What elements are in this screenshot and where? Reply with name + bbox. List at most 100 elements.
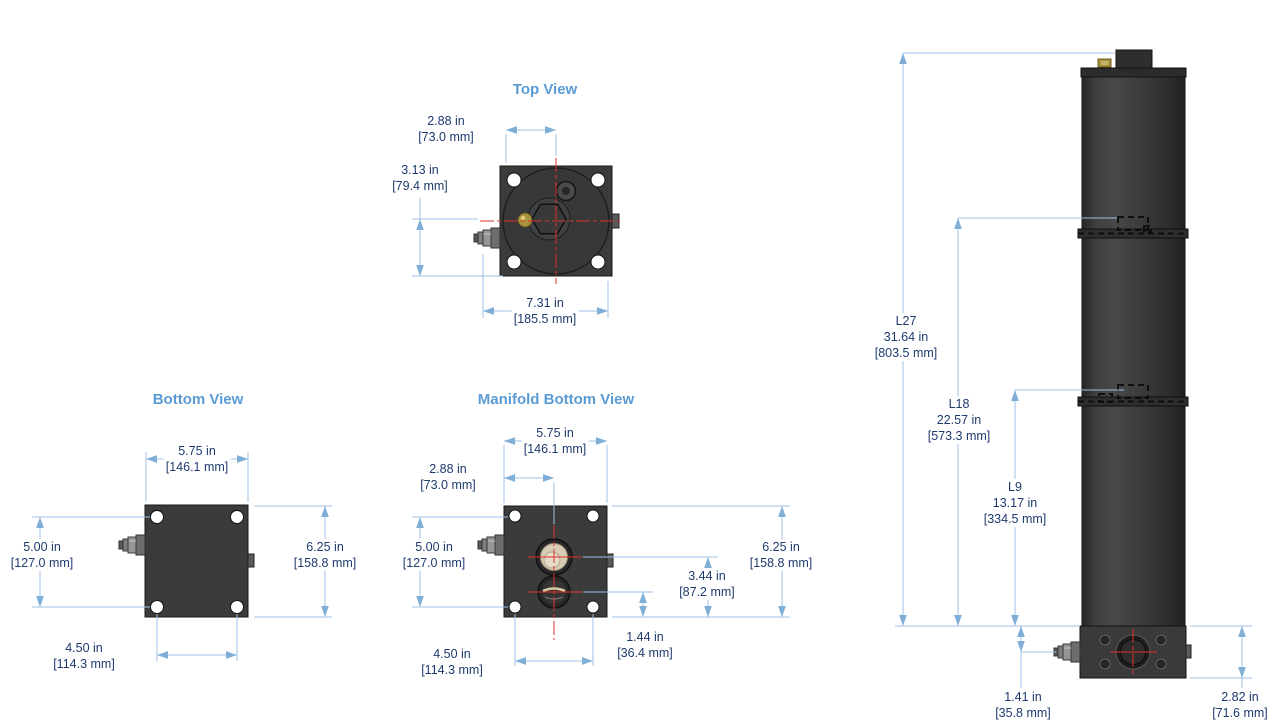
dim-value-in: 1.41 in <box>1004 690 1042 704</box>
dim-side-manifold-height: 2.82 in [71.6 mm] <box>1210 689 1270 721</box>
mounting-hole <box>590 254 606 270</box>
top-view-dimensions <box>412 126 609 318</box>
side-tab <box>1185 644 1192 659</box>
small-port-bore <box>562 187 570 195</box>
top-hex-block <box>1115 49 1153 69</box>
dim-top-center-offset: 2.88 in [73.0 mm] <box>416 113 476 145</box>
dim-value-in: 4.50 in <box>65 641 103 655</box>
mounting-hole <box>506 254 522 270</box>
stop-tube-hidden-1 <box>1117 216 1149 231</box>
mounting-hole <box>150 600 164 614</box>
dim-value-in: 31.64 in <box>883 330 929 344</box>
title-bottom-view: Bottom View <box>152 391 244 408</box>
dim-manifold-plate-width: 5.75 in [146.1 mm] <box>521 425 589 457</box>
dim-value-mm: [79.4 mm] <box>392 179 448 193</box>
dim-manifold-upper-port-offset: 3.44 in [87.2 mm] <box>677 568 737 600</box>
top-view-part <box>473 158 620 284</box>
dim-manifold-hole-spacing-v: 5.00 in [127.0 mm] <box>400 539 468 571</box>
dim-side-L9: L9 13.17 in [334.5 mm] <box>981 479 1049 527</box>
manifold-view-part <box>477 505 614 640</box>
dim-value-mm: [36.4 mm] <box>617 646 673 660</box>
dim-value-mm: [803.5 mm] <box>874 346 938 360</box>
dim-value-mm: [185.5 mm] <box>513 312 577 326</box>
dim-top-overall-width: 7.31 in [185.5 mm] <box>511 295 579 327</box>
manifold-bolt-hole <box>1155 634 1167 646</box>
dim-value-in: 5.75 in <box>536 426 574 440</box>
upper-port-plug-center <box>543 551 561 569</box>
manifold-bolt-hole <box>1099 634 1111 646</box>
dim-side-L18: L18 22.57 in [573.3 mm] <box>925 396 993 444</box>
dim-manifold-center-offset: 2.88 in [73.0 mm] <box>418 461 478 493</box>
dim-value-in: 6.25 in <box>306 540 344 554</box>
brass-highlight <box>1101 61 1108 65</box>
dim-value-mm: [73.0 mm] <box>420 478 476 492</box>
dim-bottom-plate-height: 6.25 in [158.8 mm] <box>291 539 359 571</box>
dim-value-mm: [158.8 mm] <box>293 556 357 570</box>
mounting-hole <box>508 509 522 523</box>
dim-manifold-lower-port-offset: 1.44 in [36.4 mm] <box>615 629 675 661</box>
dim-manifold-hole-spacing-h: 4.50 in [114.3 mm] <box>419 646 485 678</box>
hydraulic-fitting <box>473 227 501 249</box>
dim-value-mm: [114.3 mm] <box>53 657 115 671</box>
dim-top-center-height: 3.13 in [79.4 mm] <box>390 162 450 194</box>
dim-value-mm: [146.1 mm] <box>165 460 229 474</box>
dim-value-in: 13.17 in <box>992 496 1038 510</box>
dim-value-mm: [87.2 mm] <box>679 585 735 599</box>
hydraulic-fitting <box>477 534 505 556</box>
mounting-hole <box>586 509 600 523</box>
hydraulic-fitting <box>118 534 146 556</box>
dim-value-mm: [573.3 mm] <box>927 429 991 443</box>
dim-bottom-hole-spacing-h: 4.50 in [114.3 mm] <box>51 640 117 672</box>
dim-side-port-center-height: 1.41 in [35.8 mm] <box>993 689 1053 721</box>
dim-value-mm: [158.8 mm] <box>749 556 813 570</box>
dim-value-in: 3.13 in <box>401 163 439 177</box>
manifold-bolt-hole <box>1155 658 1167 670</box>
hydraulic-fitting <box>1053 641 1081 663</box>
stop-detail-hidden-1 <box>1143 225 1152 233</box>
title-manifold-bottom-view: Manifold Bottom View <box>477 391 635 408</box>
dim-value-mm: [114.3 mm] <box>421 663 483 677</box>
lower-port-ring <box>542 587 566 593</box>
dim-value-in: 2.88 in <box>429 462 467 476</box>
side-view-dimensions <box>895 52 1252 688</box>
dim-value-in: 4.50 in <box>433 647 471 661</box>
dim-value-in: 3.44 in <box>688 569 726 583</box>
hex-nut <box>531 203 567 235</box>
dim-value-in: 5.75 in <box>178 444 216 458</box>
side-tab <box>247 553 255 568</box>
bottom-view-part <box>118 504 255 618</box>
dim-value-in: 7.31 in <box>526 296 564 310</box>
dim-value-mm: [71.6 mm] <box>1212 706 1268 720</box>
dim-value-mm: [146.1 mm] <box>523 442 587 456</box>
mounting-hole <box>508 600 522 614</box>
mounting-hole <box>506 172 522 188</box>
dim-value-in: 1.44 in <box>626 630 664 644</box>
dim-value-in: 5.00 in <box>415 540 453 554</box>
dim-label: L9 <box>1008 480 1022 494</box>
top-cap <box>1080 67 1187 78</box>
dim-value-in: 5.00 in <box>23 540 61 554</box>
brass-fitting <box>517 212 533 228</box>
dim-value-mm: [35.8 mm] <box>995 706 1051 720</box>
cylinder-body <box>1081 76 1186 627</box>
mounting-hole <box>150 510 164 524</box>
dim-side-L27: L27 31.64 in [803.5 mm] <box>872 313 940 361</box>
dim-value-in: 2.88 in <box>427 114 465 128</box>
dim-manifold-plate-height: 6.25 in [158.8 mm] <box>747 539 815 571</box>
stop-tube-hidden-2 <box>1117 384 1149 399</box>
brass-highlight <box>520 215 526 221</box>
dim-value-mm: [127.0 mm] <box>10 556 74 570</box>
side-tab <box>606 553 614 568</box>
mounting-hole <box>230 600 244 614</box>
side-view-part <box>1053 49 1192 679</box>
dim-label: L18 <box>948 397 970 411</box>
bottom-view-dimensions <box>32 452 332 661</box>
title-top-view: Top View <box>512 81 578 98</box>
dim-value-mm: [334.5 mm] <box>983 512 1047 526</box>
dim-bottom-hole-spacing-v: 5.00 in [127.0 mm] <box>8 539 76 571</box>
dim-label: L27 <box>895 314 917 328</box>
manifold-bolt-hole <box>1099 658 1111 670</box>
mounting-hole <box>590 172 606 188</box>
